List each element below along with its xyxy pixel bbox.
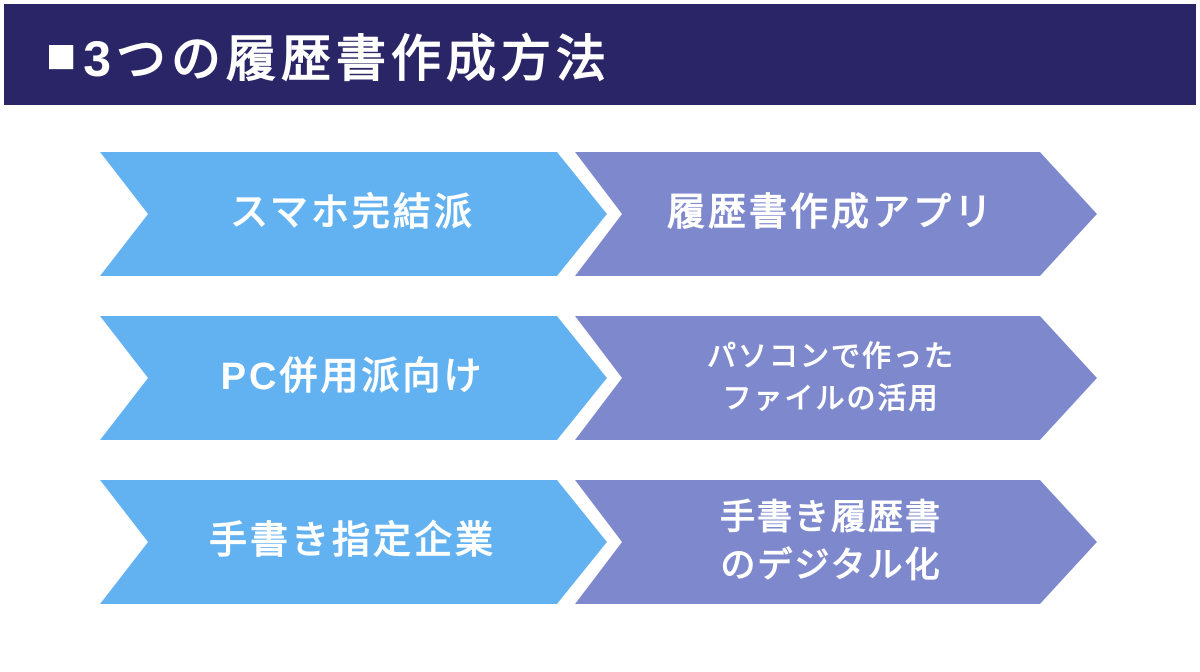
category-arrow: 手書き指定企業 xyxy=(100,480,607,604)
method-label-line: 履歴書作成アプリ xyxy=(666,192,995,235)
category-label: PC併用派向け xyxy=(220,356,485,399)
header-bar: ■ 3つの履歴書作成方法 xyxy=(4,4,1196,105)
method-arrow: パソコンで作った ファイルの活用 xyxy=(575,316,1097,440)
category-label: 手書き指定企業 xyxy=(208,520,496,563)
method-label-line: ファイルの活用 xyxy=(722,383,940,415)
page-title: ■ 3つの履歴書作成方法 xyxy=(46,19,611,91)
category-label: スマホ完結派 xyxy=(230,192,475,235)
square-bullet-icon: ■ xyxy=(46,26,82,83)
method-arrow: 履歴書作成アプリ xyxy=(575,152,1097,276)
category-arrow: スマホ完結派 xyxy=(100,152,607,276)
method-label-line: のデジタル化 xyxy=(720,546,942,585)
page-title-text: 3つの履歴書作成方法 xyxy=(83,30,612,87)
method-label-line: 手書き履歴書 xyxy=(719,498,942,537)
method-label-line: パソコンで作った xyxy=(706,341,955,373)
method-arrow: 手書き履歴書 のデジタル化 xyxy=(575,480,1097,604)
category-arrow: PC併用派向け xyxy=(100,316,607,440)
method-row-handwritten: 手書き指定企業 手書き履歴書 のデジタル化 xyxy=(0,480,1200,604)
method-row-smartphone: スマホ完結派 履歴書作成アプリ xyxy=(0,152,1200,276)
method-row-pc: PC併用派向け パソコンで作った ファイルの活用 xyxy=(0,316,1200,440)
